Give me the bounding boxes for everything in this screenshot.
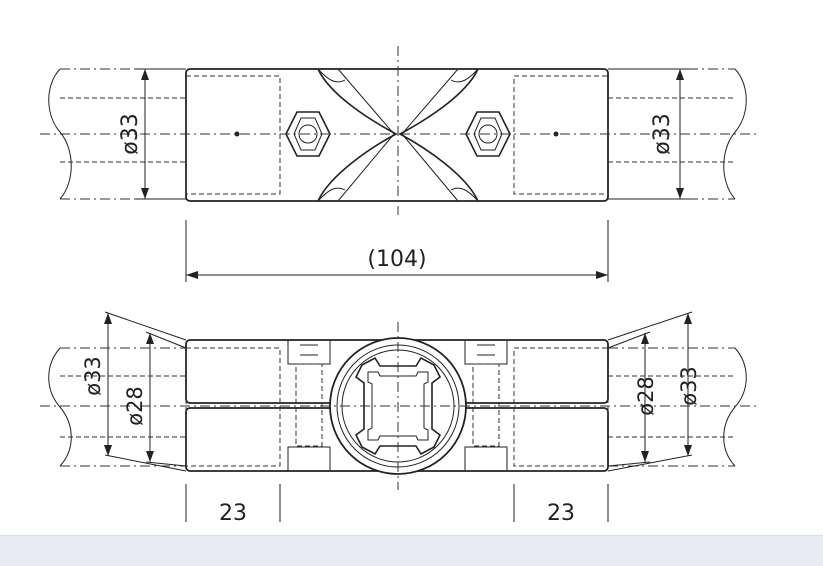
right-socket-length-dimension: 23 <box>513 484 609 526</box>
side-right-inner-diameter-dimension: ø28 <box>607 331 658 467</box>
top-right-diameter-label: ø33 <box>650 113 675 154</box>
right-socket-length-label: 23 <box>547 501 575 526</box>
right-socket-hidden <box>513 75 609 195</box>
side-right-inner-diameter-label: ø28 <box>634 376 658 416</box>
side-left-socket-hidden <box>185 347 281 467</box>
overall-length-label: (104) <box>367 247 426 272</box>
side-left-inner-diameter-dimension: ø28 <box>123 331 187 467</box>
side-left-outer-diameter-dimension: ø33 <box>81 311 187 472</box>
side-left-inner-diameter-label: ø28 <box>123 386 147 426</box>
side-right-socket-hidden <box>513 347 609 467</box>
side-left-outer-diameter-label: ø33 <box>81 356 105 396</box>
technical-drawing: ø33 ø33 (104) <box>40 46 760 526</box>
top-left-diameter-label: ø33 <box>118 113 143 154</box>
top-right-diameter-dimension: ø33 <box>608 68 690 200</box>
side-view: ø33 ø28 ø28 ø33 <box>40 311 760 526</box>
left-center-point <box>234 131 240 137</box>
top-body <box>185 68 609 202</box>
side-left-tube-phantom <box>48 347 186 467</box>
left-socket-length-label: 23 <box>219 501 247 526</box>
side-right-bolt <box>464 339 508 472</box>
side-right-outer-diameter-dimension: ø33 <box>607 311 701 472</box>
left-socket-length-dimension: 23 <box>185 484 281 526</box>
overall-length-dimension: (104) <box>185 220 609 282</box>
footer-bar <box>0 535 823 566</box>
side-right-tube-phantom <box>608 347 747 467</box>
top-view: ø33 ø33 (104) <box>40 46 760 282</box>
top-left-diameter-dimension: ø33 <box>118 68 186 200</box>
side-right-outer-diameter-label: ø33 <box>677 366 701 406</box>
left-socket-hidden <box>185 75 281 195</box>
side-left-bolt <box>287 339 331 472</box>
